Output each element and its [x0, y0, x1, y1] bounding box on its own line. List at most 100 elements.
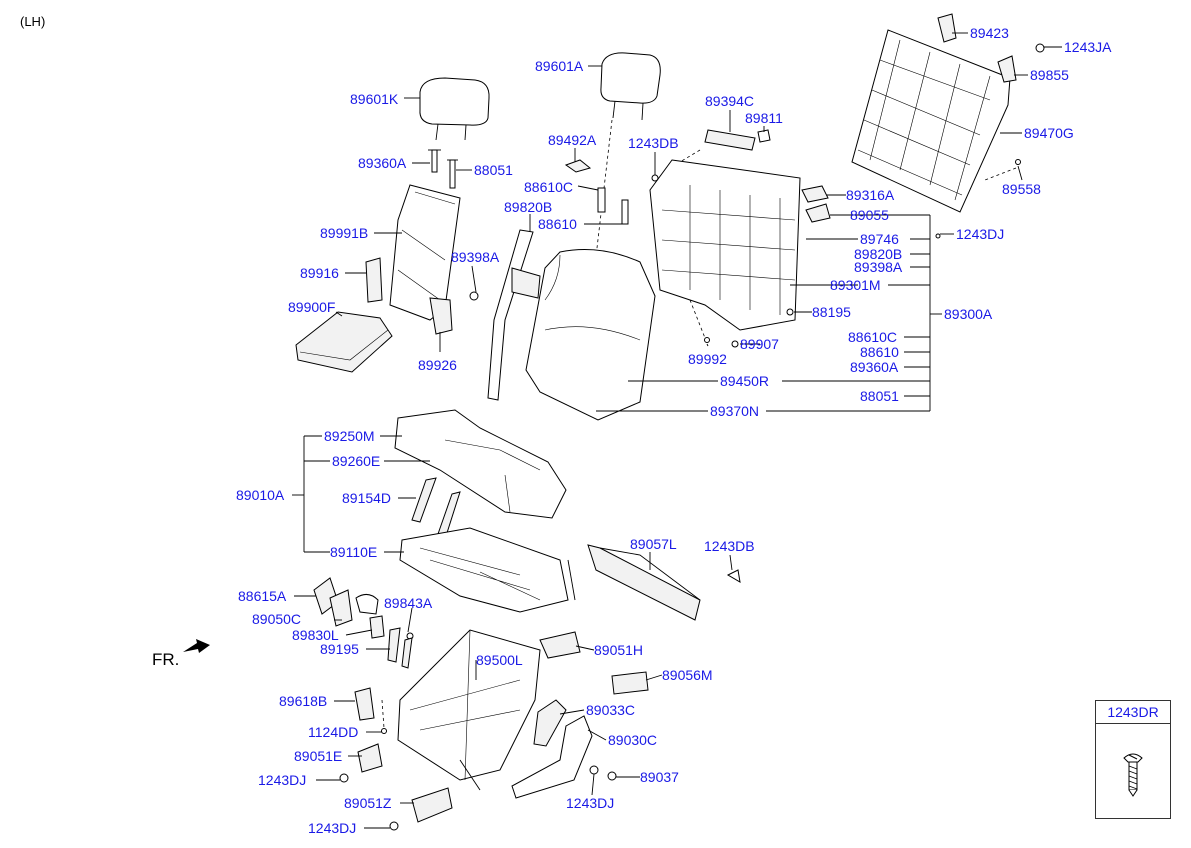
- label-88610C-right: 88610C: [848, 329, 897, 345]
- label-89558: 89558: [1002, 181, 1041, 197]
- label-89260E: 89260E: [332, 453, 380, 469]
- label-89360A-right: 89360A: [850, 359, 899, 375]
- bracket-89195: [387, 627, 413, 669]
- label-88195: 88195: [812, 304, 851, 320]
- label-89820B: 89820B: [504, 199, 552, 215]
- label-88610-right: 88610: [860, 344, 899, 360]
- label-89926: 89926: [418, 357, 457, 373]
- label-89492A: 89492A: [548, 132, 597, 148]
- label-89470G: 89470G: [1024, 125, 1074, 141]
- bracket-89056M: [611, 671, 649, 695]
- screw-88195: [786, 308, 794, 316]
- part-labels: 89601K 89360A 88051 89991B 89916 89398A …: [236, 25, 1112, 836]
- label-1243DJ: 1243DJ: [956, 226, 1004, 242]
- cover-89033C: [533, 699, 567, 747]
- label-89010A: 89010A: [236, 487, 285, 503]
- bracket-89055: [805, 203, 831, 223]
- label-88610: 88610: [538, 216, 577, 232]
- clip-89992: [704, 337, 710, 343]
- label-1124DD: 1124DD: [308, 724, 358, 740]
- label-89601A: 89601A: [535, 58, 584, 74]
- label-89398A-right: 89398A: [854, 259, 903, 275]
- bracket-89051Z: [411, 787, 453, 823]
- cap-89811: [757, 129, 771, 143]
- label-89601K: 89601K: [350, 91, 399, 107]
- clip-1243DJ-top: [935, 233, 941, 239]
- bolt-1243DJ-cover: [589, 765, 599, 775]
- label-88615A: 88615A: [238, 588, 287, 604]
- bolt-1243DJ-bottom: [389, 821, 399, 831]
- back-panel-89470G: [851, 29, 1011, 213]
- label-89830L: 89830L: [292, 627, 339, 643]
- bracket-89618B: [354, 687, 375, 721]
- label-89050C: 89050C: [252, 611, 301, 627]
- label-89301M: 89301M: [830, 277, 881, 293]
- label-89056M: 89056M: [662, 667, 713, 683]
- label-89450R: 89450R: [720, 373, 769, 389]
- label-89398A: 89398A: [451, 249, 500, 265]
- seat-frame-89110E: [399, 527, 576, 613]
- headrest-guides-left: [428, 149, 458, 189]
- clip-89558: [1015, 159, 1021, 165]
- front-label: FR.: [152, 650, 179, 669]
- headrest-center-part: [600, 52, 661, 121]
- label-89370N: 89370N: [710, 403, 759, 419]
- cover-89030C: [511, 715, 593, 799]
- label-89618B: 89618B: [279, 693, 327, 709]
- lever-89830L: [369, 615, 385, 639]
- label-89811: 89811: [745, 110, 783, 126]
- label-89916: 89916: [300, 265, 339, 281]
- side-label: (LH): [20, 14, 45, 29]
- label-1243DJ-left: 1243DJ: [258, 772, 306, 788]
- hook-89154D: [411, 477, 461, 537]
- label-89195: 89195: [320, 641, 359, 657]
- label-1243JA: 1243JA: [1064, 39, 1112, 55]
- label-89360A: 89360A: [358, 155, 407, 171]
- legend-title: 1243DR: [1096, 701, 1170, 724]
- screw-icon: [1123, 753, 1143, 797]
- bolt-1243DJ-left: [339, 773, 349, 783]
- label-1243DB: 1243DB: [628, 135, 679, 151]
- label-89907: 89907: [740, 336, 779, 352]
- label-89843A: 89843A: [384, 595, 433, 611]
- label-89500L: 89500L: [476, 652, 523, 668]
- bolt-1243DB-back: [651, 174, 659, 182]
- latch-89855: [997, 55, 1017, 83]
- bracket-89316A: [801, 185, 829, 203]
- seat-rail-89500L: [397, 629, 541, 791]
- latch-89423: [937, 13, 957, 43]
- label-89423: 89423: [970, 25, 1009, 41]
- cover-89057L: [587, 544, 701, 621]
- label-1243DJ-cover: 1243DJ: [566, 795, 614, 811]
- seat-cushion: [394, 409, 567, 519]
- label-89746: 89746: [860, 231, 899, 247]
- label-89300A: 89300A: [944, 306, 993, 322]
- armrest-89900F: [295, 311, 393, 373]
- label-89055: 89055: [850, 207, 889, 223]
- label-89110E: 89110E: [330, 544, 377, 560]
- label-89051E: 89051E: [294, 748, 342, 764]
- label-89900F: 89900F: [288, 299, 335, 315]
- label-89316A: 89316A: [846, 187, 895, 203]
- label-88051-right: 88051: [860, 388, 899, 404]
- seatback-frame-center: [649, 159, 801, 331]
- guide-88610C: [597, 187, 629, 225]
- label-89154D: 89154D: [342, 490, 391, 506]
- seatbelt-89820B: [469, 229, 541, 401]
- label-89250M: 89250M: [324, 428, 375, 444]
- label-88610C: 88610C: [524, 179, 573, 195]
- label-1243DJ-bottom: 1243DJ: [308, 820, 356, 836]
- bracket-89916: [365, 257, 383, 303]
- clip-89492A: [564, 159, 592, 173]
- label-89030C: 89030C: [608, 732, 657, 748]
- bracket-89051H: [539, 631, 581, 659]
- front-arrow-icon: [183, 639, 210, 653]
- label-89057L: 89057L: [630, 536, 677, 552]
- bolt-1124DD: [381, 728, 387, 734]
- trim-89394C: [704, 129, 756, 151]
- label-88051: 88051: [474, 162, 513, 178]
- leader-lines: [292, 32, 1062, 829]
- seatback-cushion: [525, 249, 656, 421]
- bolt-1243DB-cover: [726, 569, 741, 583]
